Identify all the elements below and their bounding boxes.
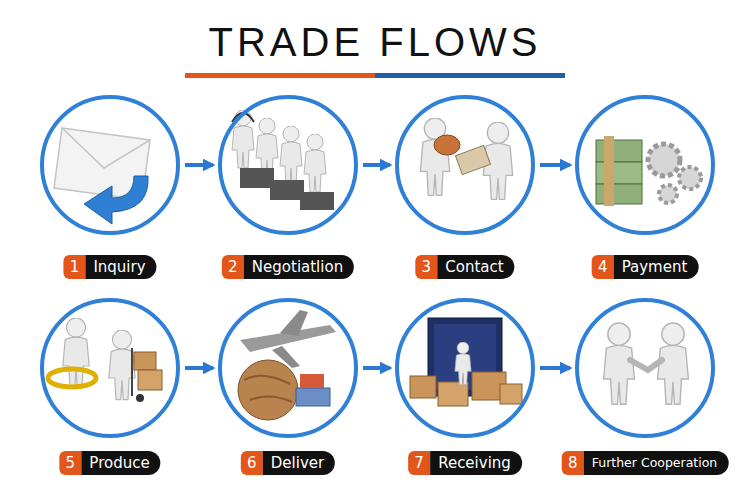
step-label: 2Negotiatlion xyxy=(222,255,354,279)
step-node: 8Further Cooperation xyxy=(575,298,715,438)
title-bar-blue xyxy=(375,73,565,78)
flow-arrow xyxy=(363,163,390,167)
flow-arrow xyxy=(185,163,213,167)
step-name: Further Cooperation xyxy=(584,451,729,475)
step-number: 3 xyxy=(415,255,437,279)
step-name: Produce xyxy=(81,451,160,475)
handshake-icon xyxy=(604,323,689,404)
step-number: 1 xyxy=(63,255,85,279)
step-name: Negotiatlion xyxy=(244,255,354,279)
step-number: 7 xyxy=(408,451,430,475)
step-circle xyxy=(218,95,358,235)
step-label: 5Produce xyxy=(59,451,160,475)
step-name: Payment xyxy=(614,255,699,279)
title: TRADE FLOWS xyxy=(0,18,750,66)
flow-arrow xyxy=(540,163,570,167)
envelope-icon xyxy=(54,128,150,224)
deliver-icon xyxy=(238,310,336,420)
step-label: 6Deliver xyxy=(241,451,335,475)
step-label: 4Payment xyxy=(592,255,699,279)
step-number: 6 xyxy=(241,451,263,475)
flow-arrow xyxy=(185,366,213,370)
step-label: 8Further Cooperation xyxy=(562,451,729,475)
step-label: 3Contact xyxy=(415,255,514,279)
step-circle xyxy=(40,298,180,438)
step-circle xyxy=(395,95,535,235)
contact-icon xyxy=(420,118,512,199)
step-number: 5 xyxy=(59,451,81,475)
produce-icon xyxy=(48,318,162,402)
step-name: Receiving xyxy=(430,451,522,475)
payment-icon xyxy=(596,136,701,206)
step-node: 5Produce xyxy=(40,298,180,438)
step-name: Contact xyxy=(437,255,514,279)
step-node: 2Negotiatlion xyxy=(218,95,358,235)
step-number: 2 xyxy=(222,255,244,279)
step-name: Deliver xyxy=(263,451,335,475)
step-number: 4 xyxy=(592,255,614,279)
step-node: 4Payment xyxy=(575,95,715,235)
receiving-icon xyxy=(410,318,522,406)
step-number: 8 xyxy=(562,451,584,475)
flow-arrow xyxy=(540,366,570,370)
flow-arrow xyxy=(363,366,390,370)
step-name: Inquiry xyxy=(85,255,156,279)
step-label: 1Inquiry xyxy=(63,255,156,279)
step-node: 1Inquiry xyxy=(40,95,180,235)
step-circle xyxy=(395,298,535,438)
step-label: 7Receiving xyxy=(408,451,522,475)
title-bar-orange xyxy=(185,73,375,78)
step-circle xyxy=(40,95,180,235)
step-node: 6Deliver xyxy=(218,298,358,438)
step-circle xyxy=(575,298,715,438)
step-circle xyxy=(218,298,358,438)
step-node: 7Receiving xyxy=(395,298,535,438)
call-centre-icon xyxy=(232,110,334,210)
step-node: 3Contact xyxy=(395,95,535,235)
step-circle xyxy=(575,95,715,235)
